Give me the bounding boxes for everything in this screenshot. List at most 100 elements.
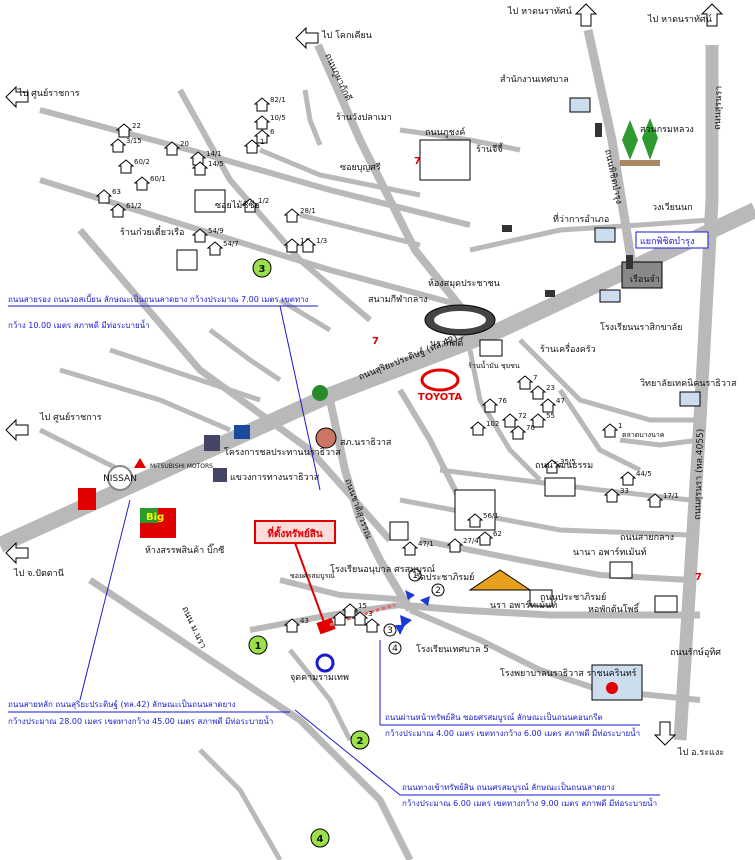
house-number: 60/1 xyxy=(150,175,166,183)
svg-text:1: 1 xyxy=(412,571,418,581)
house-number: 56/1 xyxy=(483,512,499,520)
svg-text:ห้องสมุดประชาชน: ห้องสมุดประชาชน xyxy=(428,278,500,289)
building-icon xyxy=(213,468,227,482)
house-number: 1/3 xyxy=(316,237,327,245)
house-number: 1 xyxy=(260,138,264,146)
house-number: 1 xyxy=(618,422,622,430)
house-icon: 28/1 xyxy=(283,207,316,223)
house-number: 76 xyxy=(498,397,507,405)
marker-3[interactable]: 3 xyxy=(252,258,272,278)
marker-4[interactable]: 4 xyxy=(310,828,330,848)
marker-1[interactable]: 1 xyxy=(248,635,268,655)
svg-text:ไป จ.ปัตตานี: ไป จ.ปัตตานี xyxy=(13,568,64,579)
house-icon: 3 xyxy=(351,610,372,626)
building-block xyxy=(654,595,678,613)
svg-text:3: 3 xyxy=(387,626,393,636)
house-number: 23 xyxy=(546,384,555,392)
house-icon: 15 xyxy=(341,602,367,618)
isuzu-logo xyxy=(78,488,96,510)
road-sw-3 xyxy=(288,648,353,742)
svg-text:ถนนสายกลาง: ถนนสายกลาง xyxy=(620,533,674,543)
traffic-light-icon xyxy=(595,123,602,137)
house-number: 22 xyxy=(132,122,141,130)
house-icon: 33 xyxy=(603,487,629,503)
building-icon xyxy=(594,227,616,243)
house-number: 15 xyxy=(358,602,367,610)
svg-text:จุดคามรามเทพ: จุดคามรามเทพ xyxy=(290,673,349,683)
svg-text:ร้านจีจี้: ร้านจีจี้ xyxy=(476,142,504,155)
road-north-5 xyxy=(259,147,421,198)
direction-arrows xyxy=(5,3,724,746)
svg-text:MITSUBISHI MOTORS: MITSUBISHI MOTORS xyxy=(150,463,213,470)
house-icon xyxy=(363,618,381,633)
arrow-north-hal xyxy=(574,3,598,27)
svg-text:ห้างสรรพสินค้า บิ๊กซี: ห้างสรรพสินค้า บิ๊กซี xyxy=(145,543,224,556)
road-wachirawut xyxy=(397,388,463,502)
seven-eleven-icon: 7 xyxy=(695,572,702,583)
road-east-1 xyxy=(518,338,700,423)
seven-eleven-icon: 7 xyxy=(414,156,421,167)
road-chatsuwan xyxy=(326,399,414,613)
road-srisomboon-2 xyxy=(249,602,401,633)
traffic-light-icon xyxy=(545,290,555,297)
house-number: 33 xyxy=(620,487,629,495)
svg-text:ร้านน้ำมัน ชุมชน: ร้านน้ำมัน ชุมชน xyxy=(468,359,520,370)
svg-text:สนามกีฬากลาง: สนามกีฬากลาง xyxy=(368,294,428,305)
house-number: 61/2 xyxy=(126,202,142,210)
house-number: 3 xyxy=(368,610,372,618)
road-north-2 xyxy=(177,88,372,323)
svg-text:นรา อพาร์ทเม้นท์: นรา อพาร์ทเม้นท์ xyxy=(490,599,557,611)
svg-text:ซอยไม้ซีซือ: ซอยไม้ซีซือ xyxy=(215,200,260,211)
house-icon: 7 xyxy=(516,374,537,390)
view-arrow-2: 2 xyxy=(420,583,445,606)
svg-text:ซอยศรสมบูรณ์: ซอยศรสมบูรณ์ xyxy=(290,572,335,580)
tree-icon xyxy=(620,118,660,166)
house-icon: 55 xyxy=(529,412,555,428)
svg-text:ถนนสายหลัก ถนนสุริยะประดิษฐ์ (: ถนนสายหลัก ถนนสุริยะประดิษฐ์ (ทล.42) ลัก… xyxy=(8,699,236,709)
svg-text:วัดประชาภิรมย์: วัดประชาภิรมย์ xyxy=(415,571,474,583)
house-number: 1/2 xyxy=(258,197,269,205)
flag-icon xyxy=(679,391,701,407)
road-sw-1 xyxy=(88,577,414,860)
annotations: ถนนสายรอง ถนนวอสเบี้ยน ลักษณะเป็นถนนลาดย… xyxy=(8,293,660,808)
svg-text:ที่ว่าการอำเภอ: ที่ว่าการอำเภอ xyxy=(553,212,609,225)
svg-text:ไป ศูนย์ราชการ: ไป ศูนย์ราชการ xyxy=(17,87,80,99)
svg-text:กว้างประมาณ 6.00 เมตร เขตทางกว: กว้างประมาณ 6.00 เมตร เขตทางกว้าง 9.00 เ… xyxy=(402,797,657,808)
svg-text:4: 4 xyxy=(392,644,398,654)
house-number: 10/5 xyxy=(270,114,286,122)
road-north-1 xyxy=(314,43,479,328)
marker-2[interactable]: 2 xyxy=(350,730,370,750)
road-srisomboon xyxy=(279,577,411,603)
road-north-6 xyxy=(299,212,421,248)
road-sw-2 xyxy=(198,748,283,860)
road-network xyxy=(0,29,755,860)
svg-text:4: 4 xyxy=(317,834,324,845)
road-west-6 xyxy=(278,297,332,333)
svg-text:วิทยาลัยเทคนิคนราธิวาส: วิทยาลัยเทคนิคนราธิวาส xyxy=(640,378,737,389)
road-west-2 xyxy=(38,427,122,473)
svg-text:NISSAN: NISSAN xyxy=(103,474,137,484)
arrow-west-gov xyxy=(5,85,29,109)
house-number: 7 xyxy=(533,374,537,382)
house-number: 62 xyxy=(493,530,502,538)
svg-text:ไป อ.ระแงะ: ไป อ.ระแงะ xyxy=(677,747,724,758)
house-icon: 47 xyxy=(539,397,565,413)
house-icon: 3/15 xyxy=(109,137,142,153)
house-number: 17/1 xyxy=(663,492,679,500)
svg-text:สำนักงานเทศบาล: สำนักงานเทศบาล xyxy=(500,74,569,85)
house-icon: 1/2 xyxy=(241,197,269,213)
svg-text:ถนนชาติสุวรรณ: ถนนชาติสุวรรณ xyxy=(342,477,374,540)
svg-text:ตลาดบางนาค: ตลาดบางนาค xyxy=(622,431,665,439)
house-icon: 22 xyxy=(115,122,141,138)
svg-text:ไป หาดนราทัศน์: ไป หาดนราทัศน์ xyxy=(507,5,572,17)
svg-text:ถนนทางเข้าทรัพย์สิน ถนนศรสมบูร: ถนนทางเข้าทรัพย์สิน ถนนศรสมบูรณ์ ลักษณะเ… xyxy=(402,782,615,793)
svg-text:วงเวียนนก: วงเวียนนก xyxy=(652,202,693,213)
road-west-4 xyxy=(109,347,261,403)
stadium-icon xyxy=(424,304,496,336)
house-number: 14/1 xyxy=(206,150,222,158)
house-number: 3/15 xyxy=(126,137,142,145)
svg-text:โรงเรียนอนุบาล ศรสมบูรณ์: โรงเรียนอนุบาล ศรสมบูรณ์ xyxy=(330,563,435,575)
svg-text:ถนนสายรอง ถนนวอสเบี้ยน ลักษณะเ: ถนนสายรอง ถนนวอสเบี้ยน ลักษณะเป็นถนนลาดย… xyxy=(8,293,309,304)
svg-text:ไป ศูนย์ราชการ: ไป ศูนย์ราชการ xyxy=(39,411,102,423)
svg-text:โรงเรียนนราสิกขาลัย: โรงเรียนนราสิกขาลัย xyxy=(600,322,682,333)
